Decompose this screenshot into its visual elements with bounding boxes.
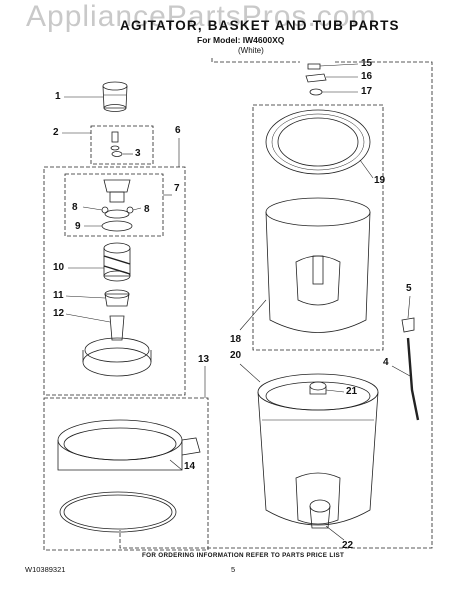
callout-20: 20 [230, 350, 242, 361]
part-hose-clamp [401, 317, 415, 333]
callout-1: 1 [55, 91, 61, 102]
callout-16: 16 [361, 71, 373, 82]
group-frame-2 [90, 125, 154, 165]
callout-10: 10 [53, 262, 65, 273]
callout-6: 6 [175, 125, 181, 136]
group-frame-7 [64, 173, 164, 237]
callout-2: 2 [53, 127, 59, 138]
part-tub-hub [309, 499, 331, 529]
document-number: W10389321 [25, 565, 66, 574]
page-number: 5 [231, 565, 236, 574]
callout-5: 5 [406, 283, 412, 294]
part-agitator-base [82, 315, 152, 377]
assembly-outline [119, 58, 433, 549]
callout-3: 3 [135, 148, 141, 159]
color-line: (White) [238, 46, 264, 55]
ordering-info-note: FOR ORDERING INFORMATION REFER TO PARTS … [142, 552, 345, 559]
callout-19: 19 [374, 175, 386, 186]
group-frame-18 [252, 104, 384, 351]
callout-9: 9 [75, 221, 81, 232]
callout-14: 14 [184, 461, 196, 472]
callout-4: 4 [383, 357, 389, 368]
callout-22: 22 [342, 540, 354, 551]
part-drive-nut [104, 289, 130, 307]
diagram-title: AGITATOR, BASKET AND TUB PARTS [120, 18, 400, 33]
part-drain-hose [406, 337, 420, 421]
callout-13: 13 [198, 354, 210, 365]
part-agitator-cap [102, 81, 128, 112]
callout-17: 17 [361, 86, 373, 97]
part-basket-hardware [305, 63, 327, 96]
part-agitator-cam [103, 242, 131, 282]
callout-8b: 8 [144, 204, 150, 215]
watermark: AppliancePartsPros.com [26, 0, 377, 33]
part-balance-ring [265, 109, 371, 175]
callout-18: 18 [230, 334, 242, 345]
callout-8: 8 [72, 202, 78, 213]
model-line: For Model: IW4600XQ [197, 35, 285, 45]
callout-12: 12 [53, 308, 65, 319]
part-tub-ring [57, 419, 201, 533]
callout-15: 15 [361, 58, 373, 69]
part-tub-seal [309, 381, 327, 395]
callout-7: 7 [174, 183, 180, 194]
callout-21: 21 [346, 386, 358, 397]
part-outer-tub [257, 373, 379, 526]
callout-11: 11 [53, 290, 64, 301]
part-wash-basket [265, 197, 371, 333]
part-bolt [110, 131, 123, 157]
part-agitator-dogs [101, 179, 134, 232]
group-frame-13 [43, 397, 209, 551]
group-frame-6 [43, 166, 186, 396]
